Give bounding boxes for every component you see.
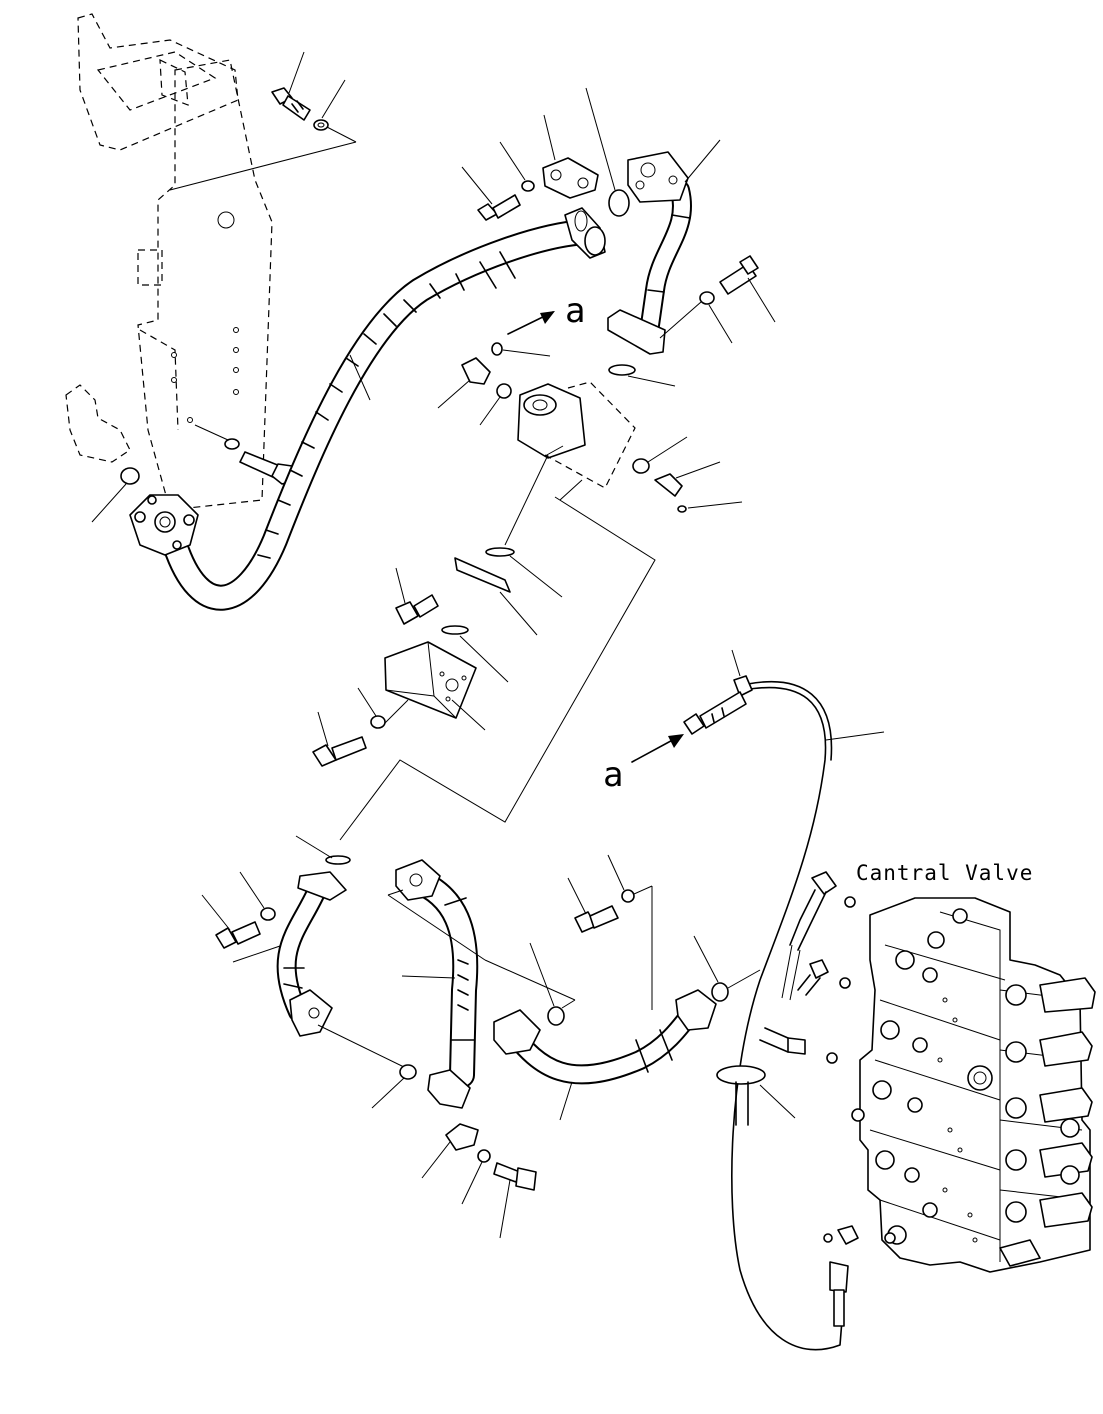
- bolt-bracket-bottom: [194, 424, 297, 485]
- control-valve-spools: [999, 977, 1096, 1267]
- side-fittings-right: [632, 436, 743, 513]
- u-pipe-bottom: [493, 885, 717, 1121]
- spacer-bar: [441, 547, 563, 683]
- bolt-right: [659, 255, 776, 344]
- control-valve-ports: [851, 950, 978, 1245]
- bolt-spacer: [395, 567, 439, 625]
- elbow-fitting-left: [65, 384, 140, 523]
- hose-end-fitting: [829, 1261, 849, 1327]
- bolt-mount: [312, 687, 386, 767]
- oring-u-pipe-right: [693, 935, 761, 1002]
- valve-side-fittings: [759, 871, 859, 1245]
- reference-a-top: a: [565, 291, 585, 331]
- reference-a-bottom: a: [603, 755, 623, 795]
- connector-thin-hose: [683, 691, 747, 735]
- bolt-u-pipe: [567, 854, 635, 933]
- bolt-top-center: [461, 166, 521, 221]
- assembly-leaders: [339, 454, 656, 841]
- oring-u-pipe: [484, 942, 576, 1026]
- pipe-bottom-left: [232, 871, 407, 1069]
- mount-block: [383, 641, 486, 731]
- clamp-bottom-middle: [421, 1123, 537, 1239]
- valve-block-center: [517, 381, 636, 489]
- control-valve-label: Cantral Valve: [856, 861, 1033, 885]
- reference-arrow-top: a: [507, 291, 585, 335]
- washer-top-center: [499, 141, 535, 192]
- oring-top-center: [585, 87, 630, 217]
- elbow-plug-center: [437, 357, 491, 409]
- hose-vertical-middle: [387, 859, 486, 1109]
- washer-top-left: [313, 79, 346, 131]
- bolt-bottom-left: [201, 871, 276, 949]
- split-flange-top: [542, 114, 599, 199]
- oring-bottom-left: [295, 835, 351, 865]
- orings-center: [479, 342, 676, 426]
- pipe-top-right: [607, 139, 721, 355]
- long-hose: [162, 219, 598, 611]
- thin-hose: [731, 649, 885, 1351]
- bolt-top-left: [271, 51, 311, 121]
- frame-bracket: [77, 13, 273, 511]
- hose-flange-left: [129, 494, 199, 556]
- hose-end-right: [564, 207, 606, 259]
- reference-arrow-bottom: a: [603, 734, 684, 795]
- hose-clamp: [716, 1065, 796, 1126]
- oring-bottom-left-2: [371, 1064, 417, 1109]
